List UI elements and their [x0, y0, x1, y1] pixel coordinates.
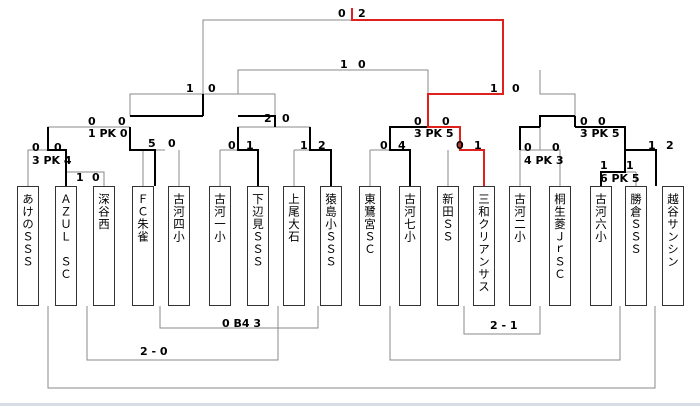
score-r1a-pk: 3 PK 4 — [32, 154, 72, 167]
team-box: 桐生菱ＪｒＳＣ — [549, 186, 571, 306]
score-r1d-a: 0 — [228, 139, 236, 152]
team-box: 下辺見ＳＳＳ — [247, 186, 269, 306]
team-box: 深谷西 — [93, 186, 115, 306]
team-box: 猿島小ＳＳＳ — [320, 186, 342, 306]
team-box: 古河六小 — [590, 186, 612, 306]
loser-score-1: 2 - 0 — [140, 345, 168, 358]
score-r1j-b: 2 — [666, 139, 674, 152]
score-r1a-b: 0 — [54, 141, 62, 154]
score-semi-left-b: 0 — [208, 82, 216, 95]
team-box: 古河七小 — [399, 186, 421, 306]
score-semi-left-a: 1 — [186, 82, 194, 95]
score-r1f-b: 4 — [398, 139, 406, 152]
score-qf4-b: 0 — [598, 115, 606, 128]
score-r1g-a: 0 — [456, 139, 464, 152]
score-qf2-b: 0 — [282, 112, 290, 125]
score-r1d-b: 1 — [246, 139, 254, 152]
score-final-left: 0 — [338, 7, 346, 20]
score-r1f-a: 0 — [380, 139, 388, 152]
score-r1h-pk: 4 PK 3 — [524, 154, 564, 167]
score-qf1-a: 0 — [88, 115, 96, 128]
loser-score-2: 0 B4 3 — [222, 317, 262, 330]
score-r1i-a: 1 — [600, 159, 608, 172]
score-qf3-pk: 3 PK 5 — [414, 127, 454, 140]
score-r1b-a: 1 — [76, 171, 84, 184]
score-qf1-b: 0 — [118, 115, 126, 128]
score-qf1-pk: 1 PK 0 — [88, 127, 128, 140]
score-r1g-b: 1 — [474, 139, 482, 152]
team-box: 上尾大石 — [283, 186, 305, 306]
score-final-right: 2 — [358, 7, 366, 20]
score-qf4-pk: 3 PK 5 — [580, 127, 620, 140]
team-box: あけのＳＳＳ — [17, 186, 39, 306]
score-r1i-b: 1 — [626, 159, 634, 172]
score-r1j-a: 1 — [648, 139, 656, 152]
score-qf2-a: 2 — [264, 112, 272, 125]
score-r1h-a: 0 — [524, 141, 532, 154]
score-r1c-a: 5 — [148, 137, 156, 150]
score-qf3-b: 0 — [442, 115, 450, 128]
team-box: 東鷺宮ＳＣ — [359, 186, 381, 306]
score-r1h-b: 0 — [552, 141, 560, 154]
score-r1e-a: 1 — [300, 139, 308, 152]
team-box: 古河一小 — [209, 186, 231, 306]
team-box: 勝倉ＳＳＳ — [625, 186, 647, 306]
team-box: 古河四小 — [168, 186, 190, 306]
score-semi-right-b: 0 — [512, 82, 520, 95]
score-r1c-b: 0 — [168, 137, 176, 150]
team-box: 新田ＳＳ — [437, 186, 459, 306]
team-box: ＦＣ朱雀 — [132, 186, 154, 306]
score-r1b-b: 0 — [92, 171, 100, 184]
score-qf4-a: 0 — [580, 115, 588, 128]
score-r1a-a: 0 — [32, 141, 40, 154]
loser-score-3: 2 - 1 — [490, 319, 518, 332]
team-box: 三和クリアンサス — [473, 186, 495, 306]
score-r1e-b: 2 — [318, 139, 326, 152]
score-qf3-a: 0 — [414, 115, 422, 128]
score-third-a: 1 — [340, 58, 348, 71]
footer-strip — [0, 403, 700, 406]
score-semi-right-a: 1 — [490, 82, 498, 95]
team-box: ＡＺＵＬ ＳＣ — [55, 186, 77, 306]
score-r1i-pk: 6 PK 5 — [600, 172, 640, 185]
score-third-b: 0 — [358, 58, 366, 71]
team-box: 越谷サンシン — [662, 186, 684, 306]
team-box: 古河二小 — [509, 186, 531, 306]
